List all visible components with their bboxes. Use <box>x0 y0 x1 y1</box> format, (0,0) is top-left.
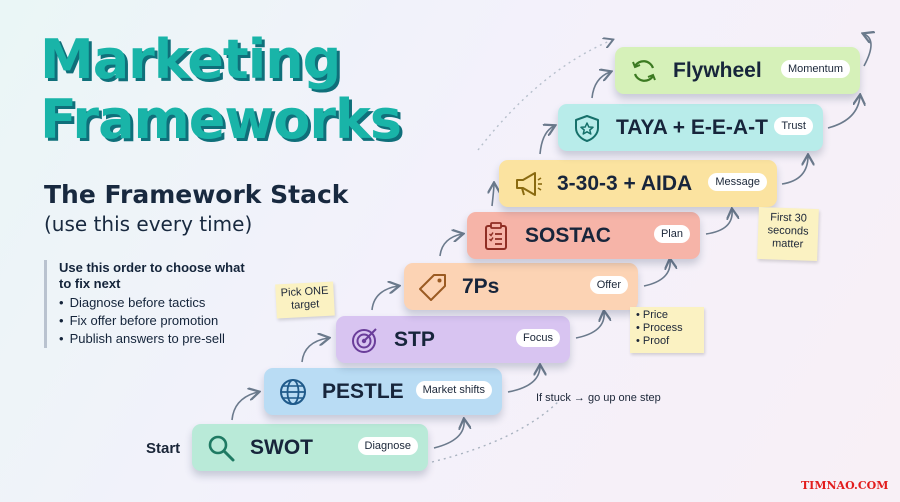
step-tag: Offer <box>589 276 628 294</box>
arrow-pestle-stp <box>301 338 328 363</box>
usage-panel: Use this order to choose what to fix nex… <box>44 260 249 348</box>
step-tag: Trust <box>774 117 813 135</box>
usage-tip: Diagnose before tactics <box>59 294 249 312</box>
title-line-1: Marketing <box>40 28 341 91</box>
step-name: PESTLE <box>322 379 404 403</box>
arrow-right-taya-flywheel <box>827 96 860 129</box>
step-pestle: PESTLE Market shifts <box>264 368 502 415</box>
step-name: 7Ps <box>462 274 500 298</box>
step-aida: 3-30-3 + AIDA Message <box>499 160 777 207</box>
arrow-sostac-aida <box>492 184 494 207</box>
arrow-flywheel-loop <box>864 34 871 67</box>
step-name: 3-30-3 + AIDA <box>557 171 693 195</box>
usage-title: Use this order to choose what to fix nex… <box>59 260 245 291</box>
main-title: Marketing Frameworks <box>40 28 402 151</box>
arrow-7ps-sostac <box>439 234 462 257</box>
step-tag: Message <box>708 173 767 191</box>
magnifier-icon <box>208 435 235 461</box>
note-item: Process <box>636 322 698 335</box>
watermark: TIMNAO.COM <box>801 479 889 492</box>
step-name: STP <box>394 327 435 351</box>
arrow-taya-flywheel <box>591 72 610 99</box>
note-line: matter <box>771 237 804 251</box>
step-taya: TAYA + E-E-A-T Trust <box>558 104 823 151</box>
subtitle-note: (use this every time) <box>44 212 253 236</box>
step-name: SOSTAC <box>525 223 611 247</box>
step-name: Flywheel <box>673 58 762 82</box>
arrow-right-aida-taya <box>781 156 808 185</box>
step-flywheel: Flywheel Momentum <box>615 47 860 94</box>
step-7ps: 7Ps Offer <box>404 263 638 310</box>
megaphone-icon <box>516 171 542 196</box>
price-tag-icon <box>419 273 446 301</box>
step-tag: Plan <box>653 225 690 243</box>
note-item: Proof <box>636 335 698 348</box>
target-icon <box>352 327 377 353</box>
step-name: SWOT <box>250 435 313 459</box>
step-tag: Diagnose <box>357 437 418 455</box>
clipboard-checklist-icon <box>485 221 507 250</box>
arrow-right-sostac-aida <box>705 210 732 235</box>
note-item: Price <box>636 309 698 322</box>
dotted-top-line <box>477 40 612 151</box>
sticky-note-pick-one: Pick ONE target <box>275 281 335 319</box>
step-name: TAYA + E-E-A-T <box>616 115 768 139</box>
globe-icon <box>280 378 306 405</box>
subtitle: The Framework Stack <box>44 180 349 209</box>
sticky-note-offer-items: Price Process Proof <box>630 307 704 353</box>
stuck-hint: If stuck → go up one step <box>536 392 661 404</box>
note-line: seconds <box>767 224 809 238</box>
step-tag: Focus <box>516 329 560 347</box>
arrow-right-pestle-stp <box>507 366 540 393</box>
step-sostac: SOSTAC Plan <box>467 212 700 259</box>
arrow-right-swot-pestle <box>433 420 464 449</box>
step-swot: SWOT Diagnose <box>192 424 428 471</box>
cycle-arrows-icon <box>632 59 656 82</box>
step-stp: STP Focus <box>336 316 570 363</box>
step-tag: Market shifts <box>415 381 492 399</box>
arrow-right-stp-7ps <box>575 312 604 339</box>
start-label: Start <box>146 440 181 457</box>
title-line-2: Frameworks <box>40 88 402 151</box>
usage-tips: Diagnose before tactics Fix offer before… <box>59 294 249 348</box>
arrow-stp-7ps <box>371 286 398 311</box>
arrow-right-7ps-sostac <box>643 260 670 287</box>
arrow-aida-taya <box>539 126 554 155</box>
step-tag: Momentum <box>780 60 850 78</box>
sticky-note-first-30: First 30 seconds matter <box>757 206 819 262</box>
usage-tip: Publish answers to pre-sell <box>59 330 249 348</box>
shield-star-icon <box>575 114 599 142</box>
arrow-swot-pestle <box>231 392 258 421</box>
usage-tip: Fix offer before promotion <box>59 312 249 330</box>
